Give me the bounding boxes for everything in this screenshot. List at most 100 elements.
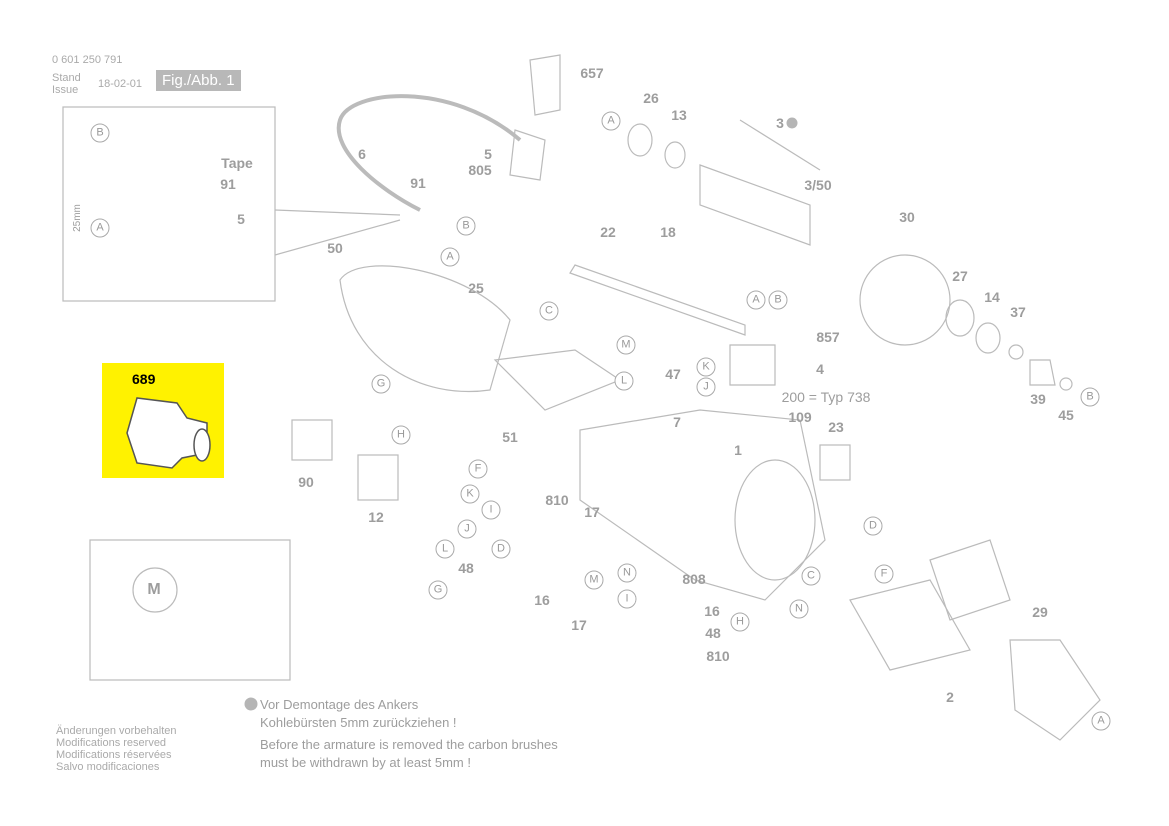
part-label[interactable]: 37 — [1010, 304, 1026, 320]
connection-marker: D — [491, 539, 511, 559]
part-label[interactable]: 3/50 — [804, 177, 832, 193]
part-label[interactable]: 17 — [571, 617, 587, 633]
note-dot-icon — [786, 117, 798, 129]
connection-marker: B — [1080, 387, 1100, 407]
part-51 — [493, 349, 622, 411]
connection-marker: K — [696, 357, 716, 377]
part-label[interactable]: 26 — [643, 90, 659, 106]
part-label[interactable]: 25 — [468, 280, 484, 296]
part-label[interactable]: 13 — [671, 107, 687, 123]
armature — [699, 164, 811, 246]
connection-marker: A — [601, 111, 621, 131]
part-label[interactable]: 16 — [704, 603, 720, 619]
part-label[interactable]: 12 — [368, 509, 384, 525]
part-number: 0 601 250 791 — [52, 54, 123, 66]
connection-marker: K — [460, 484, 480, 504]
part-label[interactable]: 29 — [1032, 604, 1048, 620]
plug — [509, 129, 546, 181]
connection-marker: I — [481, 500, 501, 520]
part-label[interactable]: 48 — [458, 560, 474, 576]
part-label[interactable]: 90 — [298, 474, 314, 490]
connection-marker: D — [863, 516, 883, 536]
part-label[interactable]: 808 — [682, 571, 706, 587]
part-label[interactable]: 17 — [584, 504, 600, 520]
switch-rod-22 — [569, 264, 746, 336]
part-label[interactable]: 810 — [706, 648, 730, 664]
connection-marker: B — [456, 216, 476, 236]
connection-marker: G — [371, 374, 391, 394]
issue-date: 18-02-01 — [98, 78, 143, 90]
inset-frame — [62, 106, 276, 302]
modifications-es: Salvo modificaciones — [56, 761, 160, 773]
stand-label: Stand — [52, 72, 81, 84]
part-label[interactable]: 5 — [484, 146, 492, 162]
part-label[interactable]: 23 — [828, 419, 844, 435]
connection-marker: M — [616, 335, 636, 355]
part-label[interactable]: 48 — [705, 625, 721, 641]
part-label[interactable]: 18 — [660, 224, 676, 240]
part-label[interactable]: 47 — [665, 366, 681, 382]
inset-tape-label: Tape — [221, 155, 253, 171]
part-label[interactable]: 45 — [1058, 407, 1074, 423]
part-label[interactable]: 805 — [468, 162, 492, 178]
part-label[interactable]: 30 — [899, 209, 915, 225]
connection-marker: I — [617, 589, 637, 609]
issue-label: Issue — [52, 84, 79, 96]
part-label[interactable]: 16 — [534, 592, 550, 608]
connection-marker: A — [440, 247, 460, 267]
inset-dimension: 25mm — [72, 204, 83, 232]
part-label[interactable]: 657 — [580, 65, 604, 81]
connection-marker: N — [617, 563, 637, 583]
part-label[interactable]: 14 — [984, 289, 1000, 305]
part-label[interactable]: 200 = Typ 738 — [781, 389, 871, 405]
part-label[interactable]: 810 — [545, 492, 569, 508]
connection-marker: A — [746, 290, 766, 310]
highlighted-part[interactable]: 689 — [102, 363, 224, 478]
connection-marker: G — [428, 580, 448, 600]
gear-housing-1 — [579, 409, 826, 601]
part-label[interactable]: 22 — [600, 224, 616, 240]
part-label[interactable]: 2 — [946, 689, 954, 705]
housing-25 — [339, 265, 511, 393]
connection-marker: C — [801, 566, 821, 586]
note-en-line1: Before the armature is removed the carbo… — [260, 737, 558, 752]
part-label[interactable]: 91 — [410, 175, 426, 191]
note-de-line1: Vor Demontage des Ankers — [260, 697, 419, 712]
motor-symbol: M — [147, 581, 161, 598]
connection-marker: F — [468, 459, 488, 479]
connection-marker: F — [874, 564, 894, 584]
note-dot-icon — [244, 697, 258, 711]
power-cord — [336, 94, 522, 212]
nozzle-icon — [126, 397, 211, 469]
part-label[interactable]: 109 — [788, 409, 812, 425]
inset-part-5: 5 — [237, 211, 245, 227]
inset-marker-a: A — [90, 218, 110, 238]
part-label[interactable]: 4 — [816, 361, 824, 377]
part-657 — [529, 54, 561, 116]
part-label[interactable]: 39 — [1030, 391, 1046, 407]
modifications-en: Modifications reserved — [56, 737, 167, 749]
connection-marker: C — [539, 301, 559, 321]
part-label[interactable]: 51 — [502, 429, 518, 445]
connection-marker: N — [789, 599, 809, 619]
field-2 — [849, 579, 971, 671]
note-en-line2: must be withdrawn by at least 5mm ! — [260, 755, 471, 770]
note-de-line2: Kohlebürsten 5mm zurückziehen ! — [260, 715, 457, 730]
connection-marker: A — [1091, 711, 1111, 731]
part-label[interactable]: 3 — [776, 115, 784, 131]
connection-marker: M — [584, 570, 604, 590]
part-label[interactable]: 857 — [816, 329, 840, 345]
inset-part-91: 91 — [220, 176, 236, 192]
part-label[interactable]: 27 — [952, 268, 968, 284]
circuit-diagram — [89, 539, 291, 681]
part-label[interactable]: 50 — [327, 240, 343, 256]
part-label[interactable]: 7 — [673, 414, 681, 430]
housing-30 — [859, 254, 951, 346]
part-label[interactable]: 1 — [734, 442, 742, 458]
connection-marker: H — [391, 425, 411, 445]
inset-marker-b: B — [90, 123, 110, 143]
connection-marker: J — [696, 377, 716, 397]
connection-marker: B — [768, 290, 788, 310]
connection-marker: L — [435, 539, 455, 559]
part-label[interactable]: 6 — [358, 146, 366, 162]
